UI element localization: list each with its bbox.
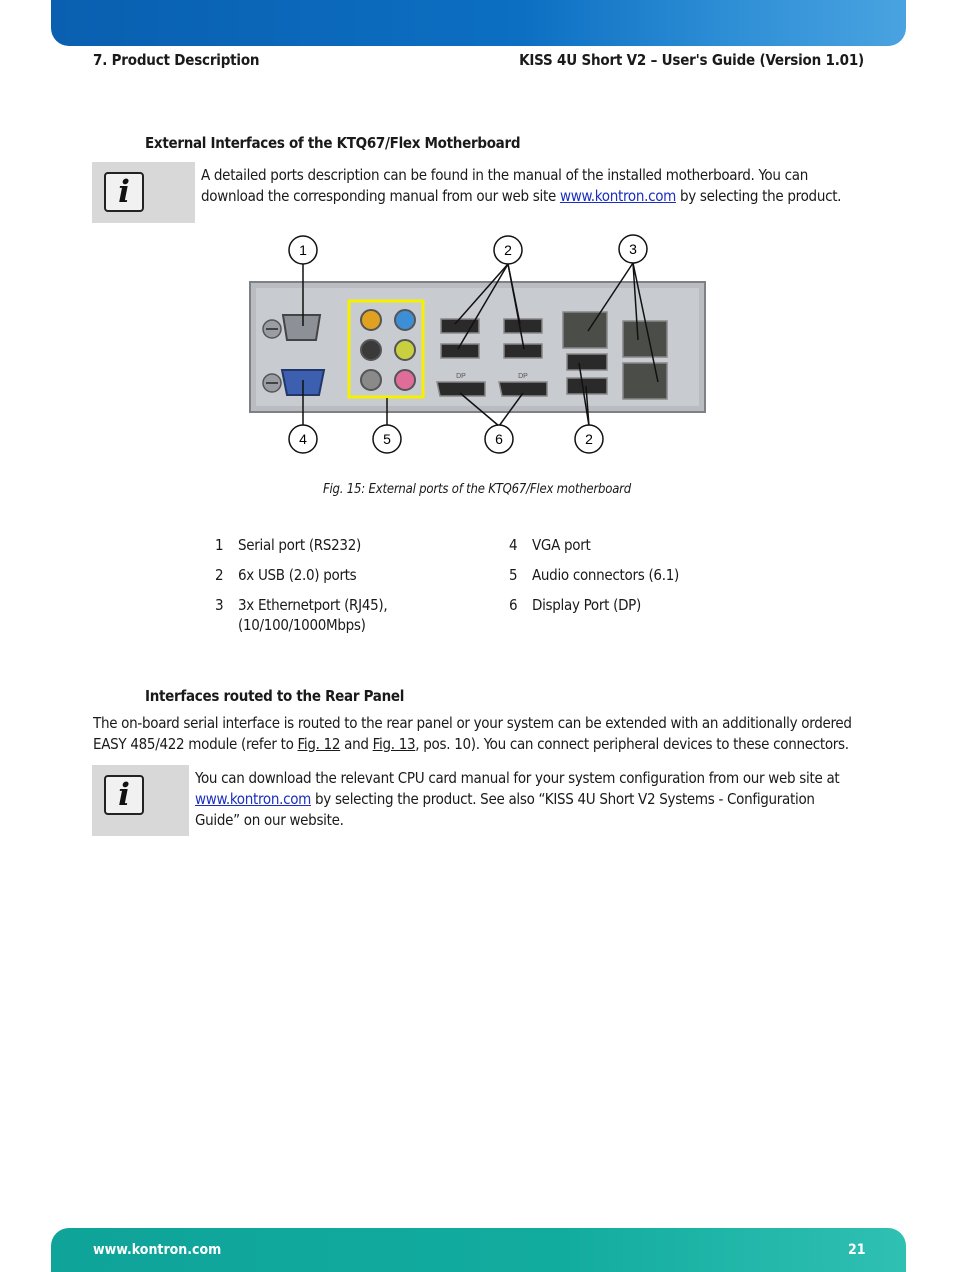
info-note-box: i [92, 765, 189, 836]
audio-jack [394, 369, 416, 391]
callout-3: 3 [618, 234, 648, 264]
callout-2-bottom: 2 [574, 424, 604, 454]
svg-text:3: 3 [629, 241, 637, 257]
svg-text:2: 2 [585, 431, 593, 447]
screw-icon [262, 319, 282, 339]
callout-5: 5 [372, 424, 402, 454]
fig13-link[interactable]: Fig. 13 [372, 735, 416, 753]
callout-2-top: 2 [493, 235, 523, 265]
section-heading-rear-panel: Interfaces routed to the Rear Panel [145, 687, 405, 705]
audio-jack [360, 309, 382, 331]
usb-port [566, 353, 608, 371]
kontron-link[interactable]: www.kontron.com [195, 790, 312, 808]
figure-caption: Fig. 15: External ports of the KTQ67/Fle… [322, 482, 632, 497]
fig12-link[interactable]: Fig. 12 [297, 735, 341, 753]
usb-port [503, 318, 543, 334]
svg-text:5: 5 [383, 431, 391, 447]
dp-label: DP [456, 373, 466, 380]
ethernet-port [622, 320, 668, 358]
serial-port [281, 314, 322, 341]
callout-6: 6 [484, 424, 514, 454]
display-port [498, 381, 548, 397]
svg-text:6: 6 [495, 431, 503, 447]
audio-jack [360, 369, 382, 391]
display-port [436, 381, 486, 397]
info-note-text: A detailed ports description can be foun… [201, 166, 842, 205]
callout-4: 4 [288, 424, 318, 454]
ethernet-port [622, 362, 668, 400]
dp-label: DP [518, 373, 528, 380]
info-note-box: i [92, 162, 195, 223]
audio-jack [394, 339, 416, 361]
footer-website[interactable]: www.kontron.com [93, 1242, 222, 1258]
section-heading-external-interfaces: External Interfaces of the KTQ67/Flex Mo… [145, 134, 521, 152]
chapter-title: 7. Product Description [93, 51, 260, 69]
callout-leaders [302, 262, 659, 427]
rear-panel-figure: DP DP 1 2 3 4 5 [249, 234, 706, 454]
audio-jack [360, 339, 382, 361]
kontron-link[interactable]: www.kontron.com [559, 187, 676, 205]
callout-1: 1 [288, 235, 318, 265]
info-icon: i [104, 172, 144, 212]
audio-highlight [347, 299, 425, 399]
svg-text:4: 4 [299, 431, 307, 447]
rear-panel-paragraph: The on-board serial interface is routed … [93, 714, 852, 753]
svg-text:1: 1 [299, 242, 307, 258]
document-title: KISS 4U Short V2 – User's Guide (Version… [519, 51, 864, 69]
usb-port [440, 343, 480, 359]
bottom-banner [51, 1228, 906, 1272]
top-banner [51, 0, 906, 46]
info-icon: i [104, 775, 144, 815]
usb-port [440, 318, 480, 334]
page-number: 21 [848, 1242, 866, 1258]
info-note-text: You can download the relevant CPU card m… [195, 769, 840, 829]
screw-icon [262, 373, 282, 393]
audio-jack [394, 309, 416, 331]
ethernet-port [562, 311, 608, 349]
svg-text:2: 2 [504, 242, 512, 258]
